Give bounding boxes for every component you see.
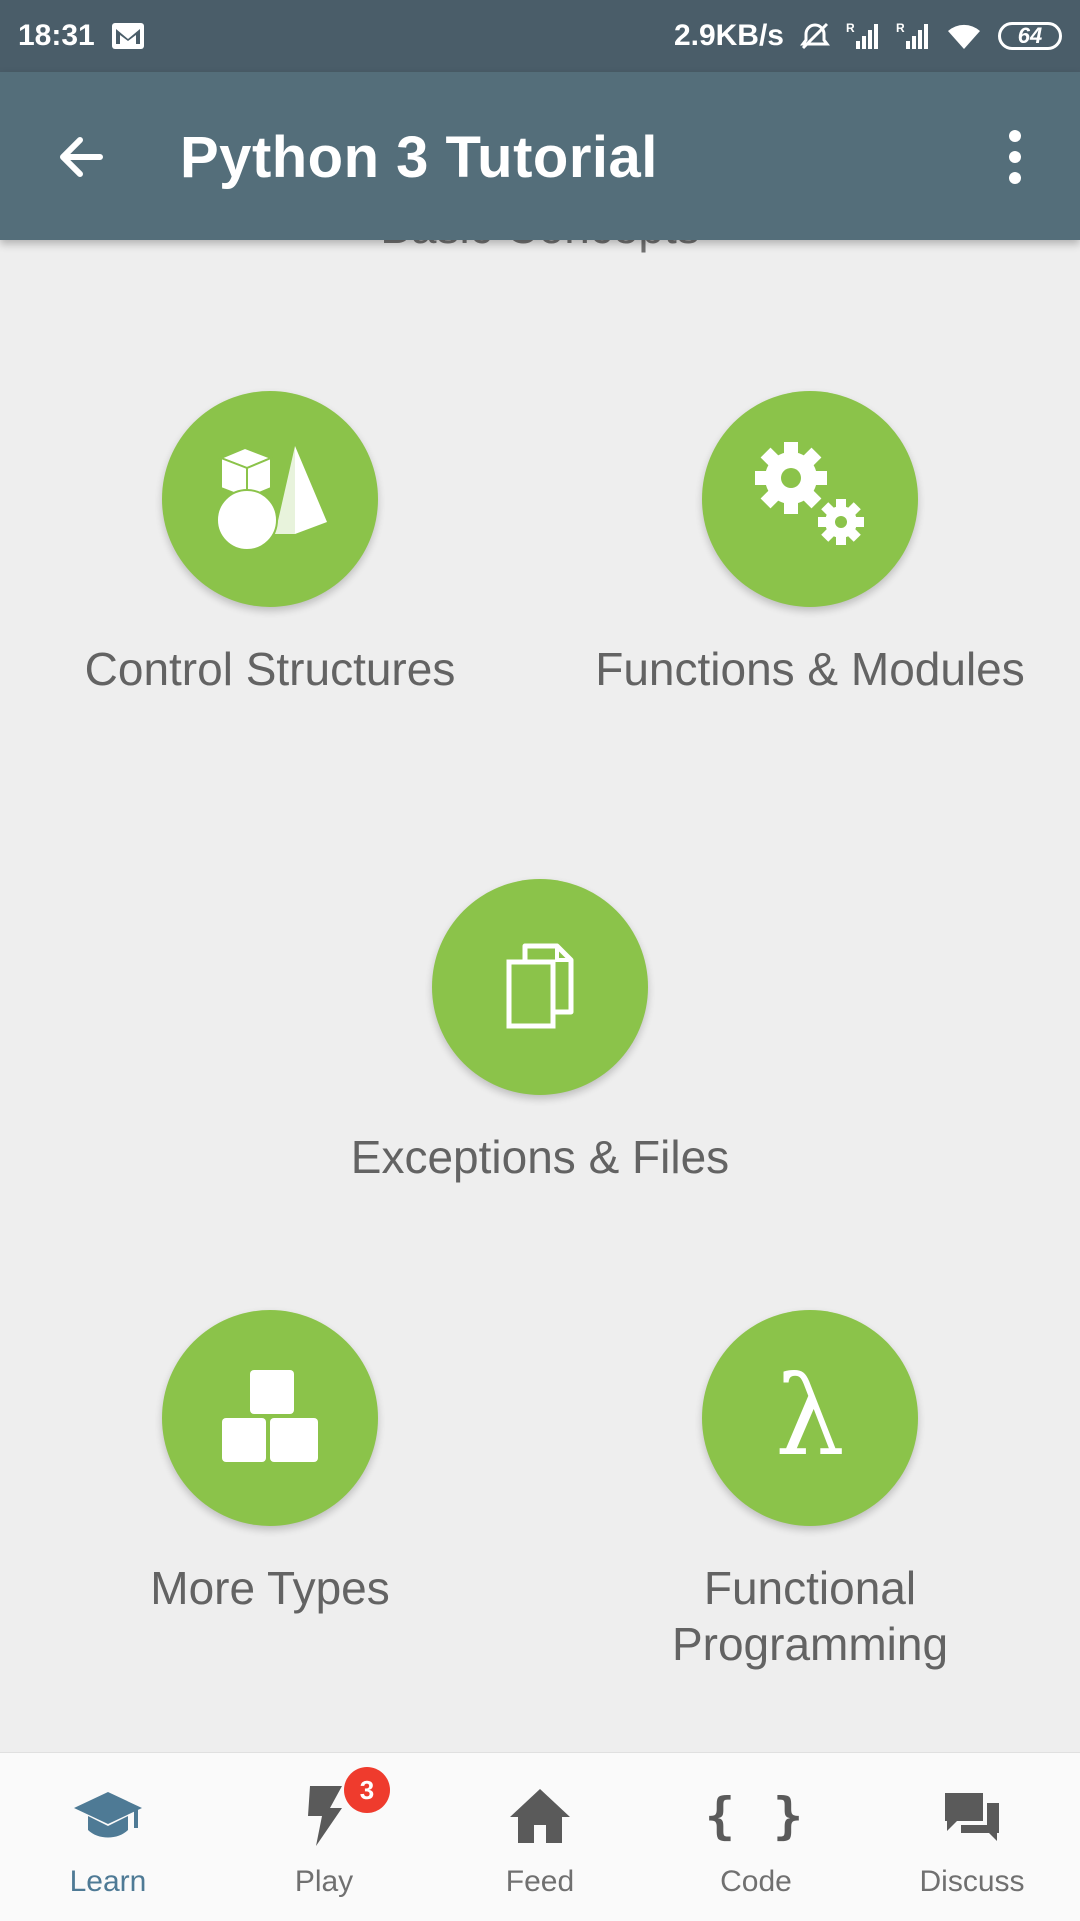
nav-label: Code — [720, 1865, 792, 1898]
braces-glyph: { } — [704, 1787, 808, 1845]
lambda-icon: λ — [775, 1358, 845, 1478]
battery-icon: 64 — [998, 22, 1062, 50]
bottom-navigation: Learn 3 Play Feed { } Code D — [0, 1752, 1080, 1921]
module-more-types[interactable]: More Types — [50, 1310, 490, 1616]
module-icon-circle — [702, 391, 918, 607]
svg-text:R: R — [896, 21, 905, 35]
module-icon-circle: λ — [702, 1310, 918, 1526]
nav-label: Learn — [69, 1865, 147, 1898]
signal-roaming-icon: R — [846, 21, 880, 51]
module-label: More Types — [150, 1562, 390, 1614]
braces-icon: { } — [705, 1783, 807, 1849]
battery-level: 64 — [1017, 23, 1043, 48]
nav-learn[interactable]: Learn — [0, 1753, 216, 1921]
nav-label: Play — [294, 1865, 354, 1898]
back-button[interactable] — [48, 122, 118, 192]
module-label: Functions & Modules — [595, 643, 1025, 695]
more-options-button[interactable] — [980, 122, 1050, 192]
svg-text:λ: λ — [775, 1358, 845, 1478]
section-header: Basic Concepts — [0, 240, 1080, 254]
status-bar: 18:31 2.9KB/s R R 64 — [0, 0, 1080, 72]
module-list[interactable]: Basic Concepts Control Structures — [0, 240, 1080, 1752]
nav-code[interactable]: { } Code — [648, 1753, 864, 1921]
module-functional-programming[interactable]: λ Functional Programming — [590, 1310, 1030, 1672]
files-icon — [506, 943, 574, 1029]
graduation-cap-icon — [72, 1783, 144, 1849]
network-speed: 2.9KB/s — [673, 19, 784, 52]
gmail-icon — [111, 22, 145, 50]
wifi-icon — [946, 21, 982, 51]
clock: 18:31 — [18, 19, 95, 52]
nav-discuss[interactable]: Discuss — [864, 1753, 1080, 1921]
module-icon-circle — [432, 879, 648, 1095]
notification-badge: 3 — [344, 1767, 390, 1813]
chat-bubbles-icon — [941, 1783, 1003, 1849]
module-label: Exceptions & Files — [350, 1131, 730, 1183]
module-functions-modules[interactable]: Functions & Modules — [590, 391, 1030, 697]
nav-feed[interactable]: Feed — [432, 1753, 648, 1921]
module-exceptions-files[interactable]: Exceptions & Files — [320, 879, 760, 1185]
shapes-icon — [216, 446, 327, 551]
back-arrow-icon — [60, 137, 103, 177]
blocks-icon — [222, 1370, 318, 1462]
page-title: Python 3 Tutorial — [180, 125, 658, 190]
module-icon-circle — [162, 1310, 378, 1526]
svg-text:R: R — [846, 21, 855, 35]
nav-play[interactable]: 3 Play — [216, 1753, 432, 1921]
signal-roaming-icon: R — [896, 21, 930, 51]
lightning-icon — [302, 1783, 346, 1849]
module-icon-circle — [162, 391, 378, 607]
module-label: Control Structures — [84, 643, 456, 695]
app-bar: Python 3 Tutorial — [0, 72, 1080, 240]
nav-label: Discuss — [919, 1865, 1025, 1898]
module-control-structures[interactable]: Control Structures — [50, 391, 490, 697]
more-vert-icon — [1009, 130, 1021, 184]
module-label: Functional Programming — [671, 1562, 949, 1670]
nav-label: Feed — [505, 1865, 575, 1898]
home-icon — [508, 1783, 572, 1849]
alarm-off-icon — [800, 21, 830, 51]
gears-icon — [755, 442, 864, 545]
